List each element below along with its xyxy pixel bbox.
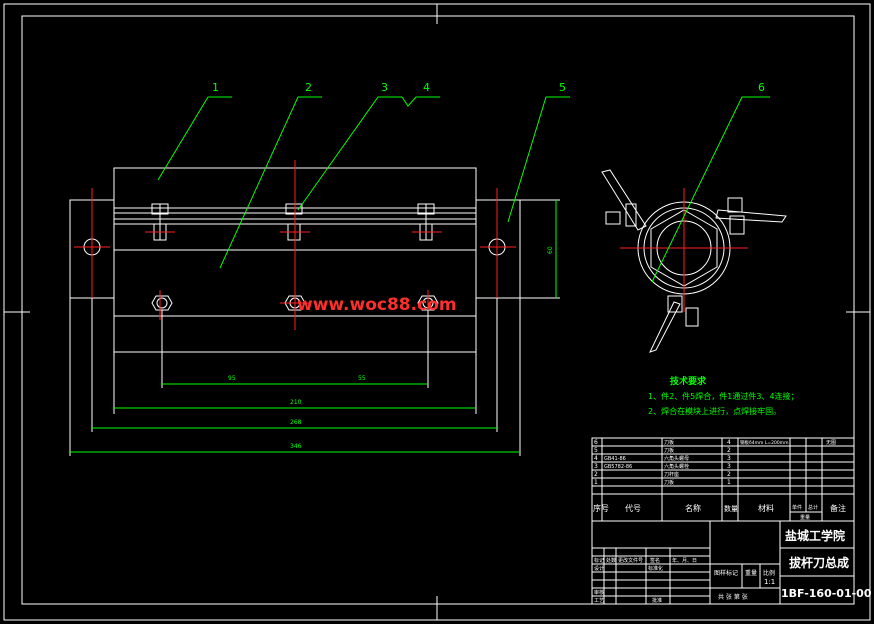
- bom-cell-qty: 3: [727, 463, 731, 470]
- bom-header-material: 材料: [758, 503, 774, 513]
- label-count: 处数: [606, 557, 616, 564]
- label-mark: 标记: [594, 557, 604, 564]
- bom-header-total: 总计: [808, 504, 818, 511]
- bom-header-qty: 数量: [724, 504, 738, 513]
- bom-table: [591, 437, 855, 522]
- bom-cell-no: 6: [594, 439, 598, 446]
- side-view: [601, 96, 787, 353]
- watermark-text: www.woc88.com: [297, 295, 457, 315]
- bom-cell-name: 六角头螺母: [664, 455, 689, 462]
- dim-left-spacing: 95: [228, 375, 236, 382]
- bom-cell-no: 3: [594, 463, 598, 470]
- tech-req-title: 技术要求: [670, 375, 707, 387]
- label-approve: 批准: [652, 597, 662, 604]
- label-file: 更改文件号: [618, 557, 643, 564]
- bom-cell-no: 2: [594, 471, 598, 478]
- bom-header-unit: 单件: [792, 504, 802, 511]
- title-drawing-no: 1BF-160-01-00: [781, 587, 872, 600]
- callout-2: 2: [305, 81, 312, 94]
- bom-cell-name: 刀杆座: [664, 471, 679, 478]
- bom-cell-material: 钢板δ4mm L=200mm: [740, 439, 788, 446]
- title-school: 盐城工学院: [785, 528, 845, 543]
- bom-cell-qty: 4: [727, 439, 731, 446]
- upper-bolt-mid: [285, 203, 303, 241]
- label-scale: 比例: [763, 569, 775, 577]
- bom-cell-code: GB5782-86: [604, 464, 632, 470]
- label-date: 年、月、日: [672, 557, 697, 564]
- tech-req-line-2: 2、焊合在模块上进行，点焊接牢固。: [648, 406, 781, 416]
- bom-cell-name: 刀板: [664, 447, 674, 454]
- label-weight: 重量: [745, 569, 757, 577]
- bom-cell-qty: 1: [727, 479, 731, 486]
- callout-5: 5: [559, 81, 566, 94]
- bom-cell-name: 六角头螺栓: [664, 463, 689, 470]
- bom-cell-qty: 2: [727, 447, 731, 454]
- bom-cell-no: 5: [594, 447, 598, 454]
- leader-lines: [157, 96, 570, 269]
- bom-header-note: 备注: [830, 503, 846, 513]
- bom-cell-no: 4: [594, 455, 598, 462]
- title-scale: 1:1: [764, 578, 775, 586]
- tech-req-line-1: 1、件2、件5焊合，件1通过件3、4连接；: [648, 391, 799, 401]
- title-drawing-name: 拔杆刀总成: [789, 555, 849, 570]
- dim-height: 60: [547, 246, 554, 254]
- label-check: 审核: [594, 589, 604, 596]
- callout-1: 1: [212, 81, 219, 94]
- bom-cell-note: 无图: [826, 440, 836, 446]
- callout-4: 4: [423, 81, 430, 94]
- dim-overall-2: 268: [290, 419, 302, 426]
- label-designer: 设计: [594, 565, 604, 572]
- inner-border: [21, 15, 855, 605]
- dim-overall-1: 210: [290, 399, 302, 406]
- bom-cell-name: 刀板: [664, 439, 674, 446]
- dim-overall-3: 346: [290, 443, 302, 450]
- upper-bolt-left: [151, 203, 169, 241]
- bom-cell-qty: 2: [727, 471, 731, 478]
- bom-cell-qty: 3: [727, 455, 731, 462]
- bom-cell-name: 刀板: [664, 479, 674, 486]
- front-view: 95 55 210 268 346 60: [69, 96, 570, 456]
- callout-6: 6: [758, 81, 765, 94]
- dimension-lines: [69, 199, 560, 456]
- bom-header-code: 代号: [625, 503, 641, 513]
- dim-right-spacing: 55: [358, 375, 366, 382]
- bom-header-weight: 重量: [800, 514, 810, 521]
- label-process: 工艺: [594, 598, 604, 604]
- bom-header-name: 名称: [685, 503, 701, 513]
- label-sheet: 共 张 第 张: [718, 593, 748, 601]
- bom-header-no: 序号: [593, 503, 609, 513]
- bom-cell-no: 1: [594, 479, 598, 486]
- hex-hole-left: [151, 295, 173, 311]
- label-standard: 标准化: [648, 565, 663, 572]
- label-stage: 图样标记: [714, 569, 738, 577]
- title-block: [591, 520, 855, 605]
- label-sign: 签名: [650, 557, 660, 564]
- bom-cell-code: GB41-86: [604, 456, 626, 462]
- right-plate: [475, 199, 521, 299]
- callout-3: 3: [381, 81, 388, 94]
- upper-bolt-right: [417, 203, 435, 241]
